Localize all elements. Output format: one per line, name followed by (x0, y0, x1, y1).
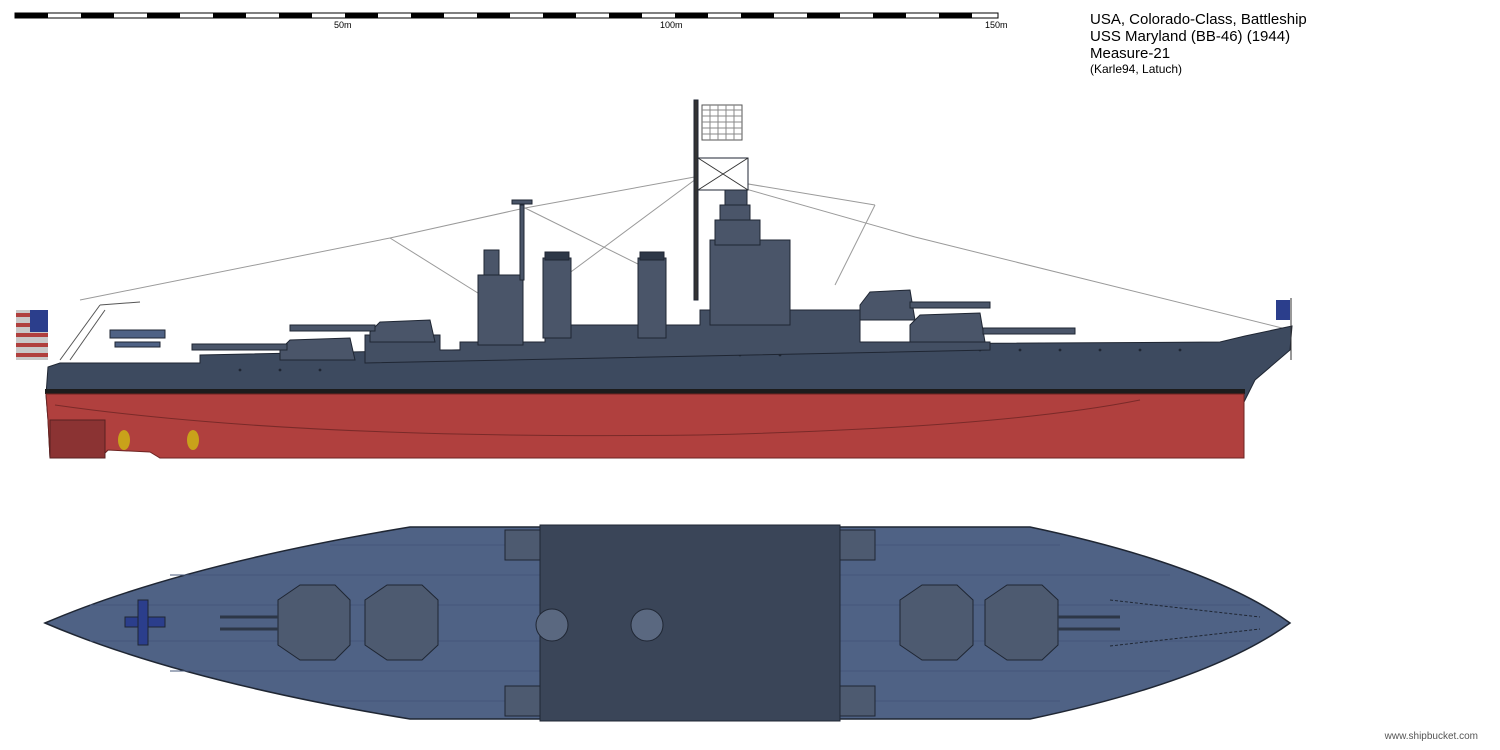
hull-antifouling (45, 393, 1245, 459)
scale-label-150m: 150m (985, 20, 1008, 30)
propellers (118, 430, 199, 450)
superstructure-top (539, 524, 841, 722)
title-class: USA, Colorado-Class, Battleship (1090, 11, 1307, 28)
secondary-mounts (504, 529, 876, 717)
main-gun-barrels (220, 615, 1120, 631)
aft-turrets (191, 319, 436, 361)
stern-flag (16, 310, 48, 360)
scale-label-100m: 100m (660, 20, 683, 30)
boot-topping (45, 389, 1245, 394)
funnels (542, 251, 667, 339)
ship-side-profile (0, 80, 1320, 480)
forward-turrets (859, 289, 1076, 343)
title-authors: (Karle94, Latuch) (1090, 62, 1183, 76)
radar-antenna (701, 104, 743, 141)
anchor-chains (1109, 599, 1261, 647)
floatplane-top (124, 599, 166, 646)
scale-label-50m: 50m (334, 20, 352, 30)
scale-bar: 50m 100m 150m (0, 0, 1020, 40)
armor-belt-line (54, 399, 1141, 437)
aircraft-crane (59, 301, 141, 361)
funnel-tops (535, 608, 664, 642)
bow-jack (1276, 298, 1292, 360)
watermark: www.shipbucket.com (1384, 731, 1478, 742)
floatplane (109, 329, 166, 348)
title-ship-name: USS Maryland (BB-46) (1944) (1090, 28, 1291, 45)
aft-tower (477, 199, 533, 346)
forward-tower (693, 99, 791, 326)
title-block: USA, Colorado-Class, Battleship USS Mary… (1090, 11, 1307, 77)
rigging-lines (79, 175, 1291, 331)
title-camouflage: Measure-21 (1090, 45, 1171, 62)
main-turrets-top (277, 584, 1059, 661)
ship-deck-plan (30, 505, 1310, 745)
rudder (49, 419, 106, 459)
